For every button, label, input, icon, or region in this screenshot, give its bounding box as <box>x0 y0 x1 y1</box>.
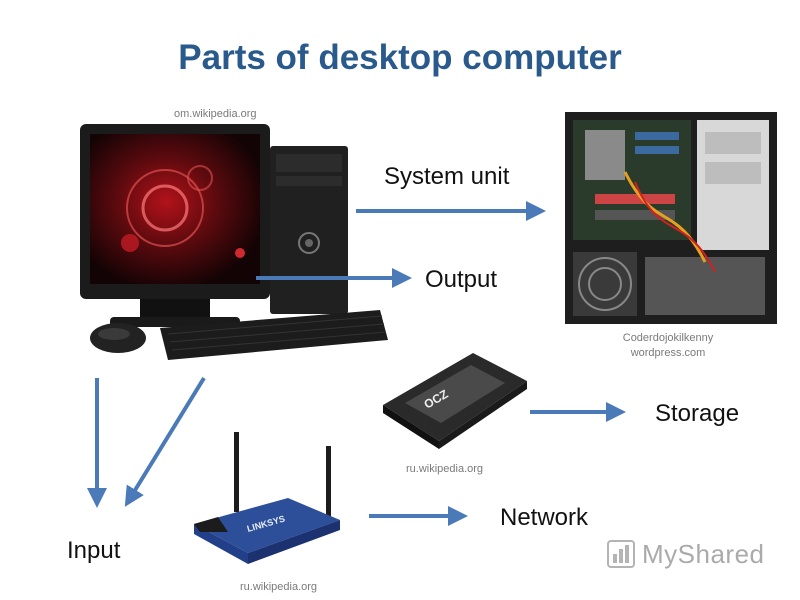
input-label: Input <box>67 537 120 565</box>
computer-credit: om.wikipedia.org <box>174 107 257 122</box>
system-unit-credit-line2: wordpress.com <box>612 346 724 361</box>
myshared-watermark: MyShared <box>606 538 765 570</box>
system-unit-credit-line1: Coderdojokilkenny <box>612 331 724 346</box>
network-label: Network <box>500 504 588 532</box>
system-unit-credit: Coderdojokilkenny wordpress.com <box>612 331 724 361</box>
router-credit: ru.wikipedia.org <box>240 580 317 595</box>
output-label: Output <box>425 266 497 294</box>
storage-label: Storage <box>655 400 739 428</box>
ssd-credit: ru.wikipedia.org <box>406 462 483 477</box>
system-unit-label: System unit <box>384 163 509 191</box>
bar-chart-icon <box>606 539 636 569</box>
input-arrow-diagonal <box>129 378 204 500</box>
watermark-text: MyShared <box>642 539 765 570</box>
